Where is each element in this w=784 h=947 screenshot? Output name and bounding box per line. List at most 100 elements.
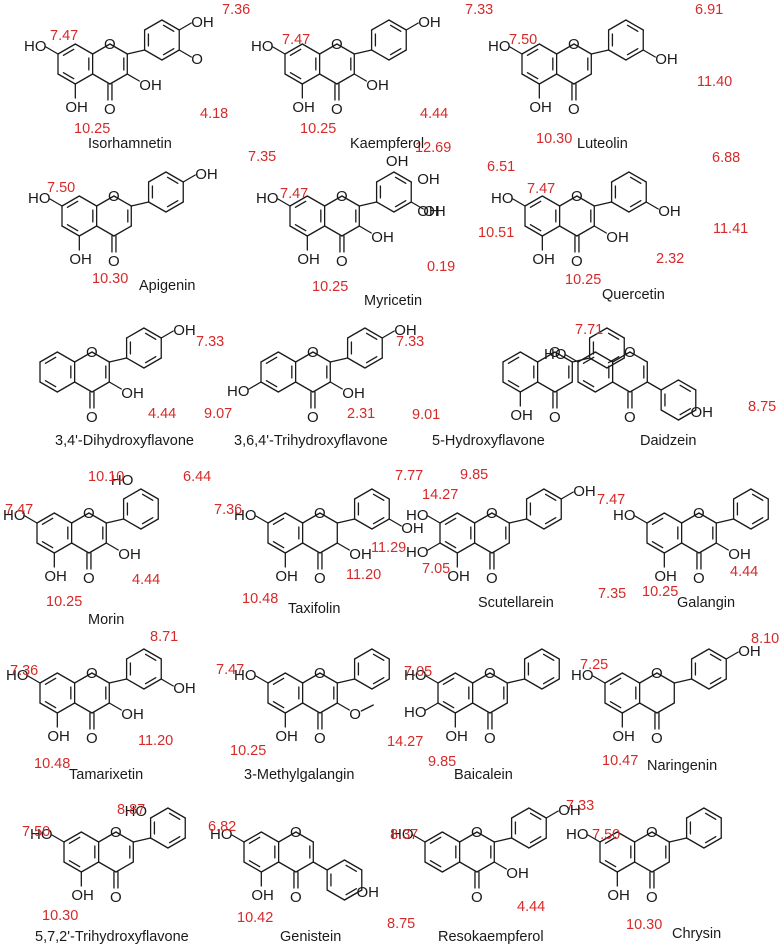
value-label-morin-3: 4.44 xyxy=(132,572,160,588)
value-label-genistein-2: 8.75 xyxy=(387,916,415,932)
value-label-daidzein-0: 7.71 xyxy=(575,322,603,338)
hydroxyl-6: HO xyxy=(227,383,250,400)
value-label-5-hydroxyflavone-0: 9.01 xyxy=(412,407,440,423)
hydroxyl-5: OH xyxy=(529,99,552,116)
value-label-morin-0: 7.47 xyxy=(5,502,33,518)
compound-name-kaempferol: Kaempferol xyxy=(350,136,424,152)
carbonyl-oxygen: O xyxy=(331,101,343,118)
compound-name-isorhamnetin: Isorhamnetin xyxy=(88,136,172,152)
hydroxyl-7: HO xyxy=(210,826,233,843)
hydroxyl-5: OH xyxy=(510,407,533,424)
value-label-luteolin-3: 10.30 xyxy=(536,131,572,147)
value-label-myricetin-3: 10.51 xyxy=(478,225,514,241)
compound-name-myricetin: Myricetin xyxy=(364,293,422,309)
hydroxyl-3: OH xyxy=(366,77,389,94)
value-label-3-6-4-trihydroxyflavone-1: 9.07 xyxy=(204,406,232,422)
hydroxyl-7: HO xyxy=(488,38,511,55)
hydroxyl-7: HO xyxy=(28,190,51,207)
methoxy-3-oxygen: O xyxy=(349,706,361,723)
value-label-5-7-2-trihydroxyflavone-1: 8.87 xyxy=(117,802,145,818)
hydroxyl-5: OH xyxy=(607,887,630,904)
carbonyl-oxygen: O xyxy=(290,889,302,906)
hydroxyl-4prime: OH xyxy=(394,322,417,339)
carbonyl-oxygen: O xyxy=(110,889,122,906)
hydroxyl-4prime: OH xyxy=(173,322,196,339)
hydroxyl-7: HO xyxy=(406,507,429,524)
value-label-baicalein-0: 7.05 xyxy=(404,664,432,680)
value-label-resokaempferol-0: 8.37 xyxy=(390,827,418,843)
ring-oxygen: O xyxy=(624,344,636,361)
hydroxyl-3: OH xyxy=(606,229,629,246)
value-label-kaempferol-2: 4.44 xyxy=(420,106,448,122)
ring-oxygen: O xyxy=(571,188,583,205)
hydroxyl-7: HO xyxy=(234,667,257,684)
value-label-3-6-4-trihydroxyflavone-0: 7.33 xyxy=(396,334,424,350)
hydroxyl-7: HO xyxy=(30,826,53,843)
hydroxyl-3: OH xyxy=(349,546,372,563)
value-label-apigenin-2: 10.30 xyxy=(92,271,128,287)
value-label-morin-1: 10.10 xyxy=(88,469,124,485)
hydroxyl-5: OH xyxy=(71,887,94,904)
value-label-taxifolin-2: 11.29 xyxy=(371,540,406,556)
ring-oxygen: O xyxy=(646,824,658,841)
hydroxyl-2prime: HO xyxy=(125,803,148,820)
value-label-myricetin-4: 0.19 xyxy=(427,259,455,275)
compound-name-3-methylgalangin: 3-Methylgalangin xyxy=(244,767,354,783)
hydroxyl-7: HO xyxy=(544,346,567,363)
ring-oxygen: O xyxy=(110,824,122,841)
hydroxyl-7: HO xyxy=(251,38,274,55)
value-label-myricetin-5: 10.25 xyxy=(312,279,348,295)
hydroxyl-5: OH xyxy=(532,251,555,268)
ring-oxygen: O xyxy=(86,665,98,682)
value-label-luteolin-1: 6.91 xyxy=(695,2,723,18)
carbonyl-oxygen: O xyxy=(86,409,98,426)
hydroxyl-6: HO xyxy=(406,544,429,561)
compound-name-luteolin: Luteolin xyxy=(577,136,628,152)
compound-name-morin: Morin xyxy=(88,612,124,628)
hydroxyl-7: HO xyxy=(613,507,636,524)
hydroxyl-5: OH xyxy=(297,251,320,268)
value-label-myricetin-2: 6.51 xyxy=(487,159,515,175)
value-label-apigenin-0: 7.50 xyxy=(47,180,75,196)
carbonyl-oxygen: O xyxy=(104,101,116,118)
hydroxyl-5: OH xyxy=(654,568,677,585)
value-label-tamarixetin-3: 10.48 xyxy=(34,756,70,772)
value-label-scutellarein-2: 7.05 xyxy=(422,561,450,577)
compound-name-baicalein: Baicalein xyxy=(454,767,513,783)
carbonyl-oxygen: O xyxy=(484,730,496,747)
value-label-galangin-1: 4.44 xyxy=(730,564,758,580)
hydroxyl-3: OH xyxy=(342,385,365,402)
compound-name-5-hydroxyflavone: 5-Hydroxyflavone xyxy=(432,433,545,449)
carbonyl-oxygen: O xyxy=(549,409,561,426)
compound-name-chrysin: Chrysin xyxy=(672,926,721,942)
compound-name-apigenin: Apigenin xyxy=(139,278,195,294)
hydroxyl-4prime: OH xyxy=(418,14,441,31)
compound-name-daidzein: Daidzein xyxy=(640,433,696,449)
value-label-daidzein-1: 8.75 xyxy=(748,399,776,415)
value-label-galangin-0: 7.47 xyxy=(597,492,625,508)
carbonyl-oxygen: O xyxy=(571,253,583,270)
hydroxyl-4prime: OH xyxy=(738,643,761,660)
value-label-scutellarein-3: 7.35 xyxy=(598,586,626,602)
value-label-apigenin-1: 7.35 xyxy=(248,149,276,165)
value-label-isorhamnetin-3: 10.25 xyxy=(74,121,110,137)
value-label-luteolin-0: 7.50 xyxy=(509,32,537,48)
hydroxyl-7: HO xyxy=(566,826,589,843)
hydroxyl-3: OH xyxy=(121,385,144,402)
compound-name-3-6-4-trihydroxyflavone: 3,6,4'-Trihydroxyflavone xyxy=(234,433,388,449)
carbonyl-oxygen: O xyxy=(651,730,663,747)
hydroxyl-4prime: OH xyxy=(191,14,214,31)
carbonyl-oxygen: O xyxy=(307,409,319,426)
hydroxyl-5: OH xyxy=(275,568,298,585)
hydroxyl-3: OH xyxy=(506,865,529,882)
ring-oxygen: O xyxy=(314,665,326,682)
substituent-3prime: O xyxy=(191,51,203,68)
value-label-3-methylgalangin-0: 7.47 xyxy=(216,662,244,678)
compound-name-genistein: Genistein xyxy=(280,929,341,945)
hydroxyl-6: HO xyxy=(404,704,427,721)
value-label-scutellarein-1: 14.27 xyxy=(422,487,458,503)
hydroxyl-5prime: OH xyxy=(417,203,440,220)
